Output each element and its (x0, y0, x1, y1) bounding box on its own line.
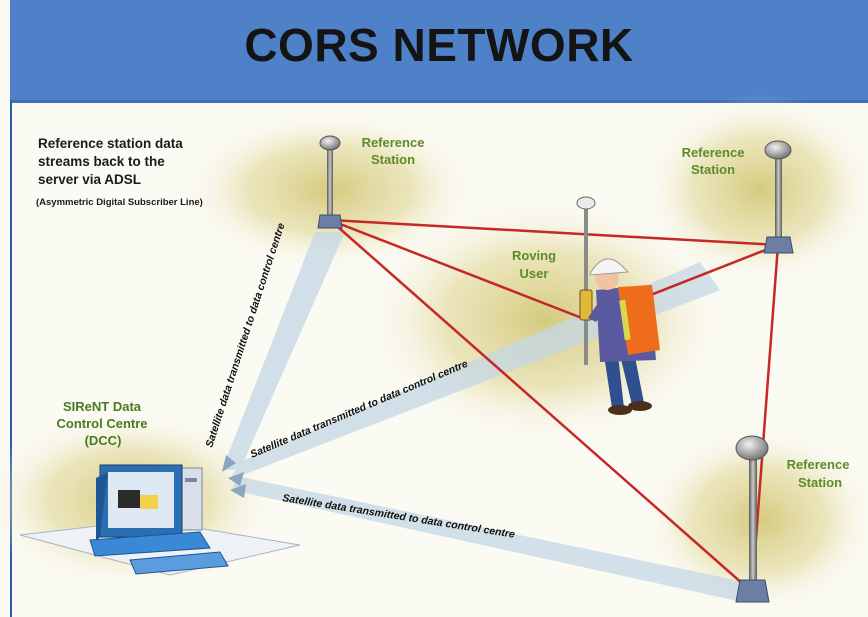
computer-icon (19, 464, 301, 576)
station-label-top-left: Reference Station (362, 135, 425, 167)
dcc-label: SIReNT Data Control Centre (DCC) (57, 399, 148, 448)
surveyor-icon (576, 196, 660, 415)
svg-text:(DCC): (DCC) (85, 433, 122, 448)
svg-text:Station: Station (371, 152, 415, 167)
left-border (10, 100, 12, 617)
stream-arrows (222, 455, 246, 498)
svg-text:Reference: Reference (787, 457, 850, 472)
station-label-top-right: Reference Station (682, 145, 745, 177)
svg-text:Station: Station (798, 475, 842, 490)
gnss-antenna-icon (317, 135, 343, 229)
note-line-2: streams back to the (38, 154, 165, 169)
svg-text:Reference: Reference (682, 145, 745, 160)
note-text: Reference station data streams back to t… (36, 136, 203, 208)
svg-text:Station: Station (691, 162, 735, 177)
gnss-antenna-icon (735, 435, 770, 603)
rover-label: Roving User (512, 248, 556, 281)
svg-text:Control Centre: Control Centre (57, 416, 148, 431)
note-line-3: server via ADSL (38, 172, 141, 187)
svg-text:User: User (520, 266, 549, 281)
note-line-1: Reference station data (38, 136, 183, 151)
svg-text:Reference: Reference (362, 135, 425, 150)
title-banner: CORS NETWORK (10, 0, 868, 103)
station-label-bottom-right: Reference Station (787, 457, 850, 490)
svg-text:Roving: Roving (512, 248, 556, 263)
svg-text:SIReNT Data: SIReNT Data (63, 399, 142, 414)
stream-label-3: Satellite data transmitted to data contr… (282, 492, 516, 541)
gnss-antenna-icon (763, 140, 794, 254)
baselines (329, 218, 780, 593)
note-sub: (Asymmetric Digital Subscriber Line) (36, 197, 203, 208)
page-title: CORS NETWORK (244, 19, 634, 71)
